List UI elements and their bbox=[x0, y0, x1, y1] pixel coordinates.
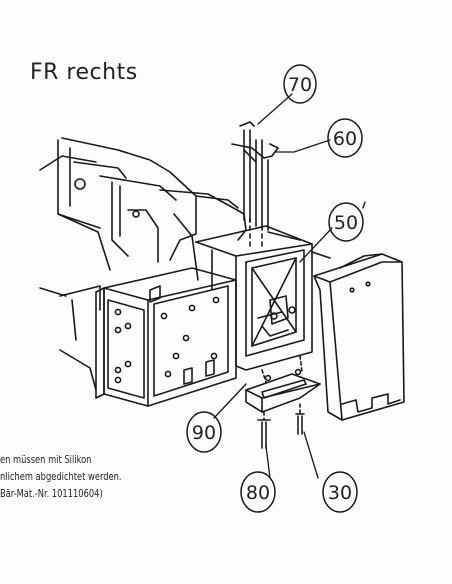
note-line-1: en müssen mit Silikon bbox=[0, 454, 92, 466]
leader-lines bbox=[213, 93, 333, 479]
callout-50 bbox=[328, 202, 364, 242]
note-line-3: Bär-Mat.-Nr. 101110604) bbox=[0, 488, 103, 500]
box-housing bbox=[195, 225, 313, 371]
callout-30-label: 30 bbox=[328, 482, 352, 504]
callout-90-label: 90 bbox=[192, 422, 216, 444]
callout-90 bbox=[186, 411, 222, 453]
bottom-bracket bbox=[245, 355, 321, 413]
callout-circles bbox=[186, 64, 366, 513]
callout-60 bbox=[327, 118, 363, 158]
chassis-frame bbox=[39, 137, 247, 391]
callout-60-label: 60 bbox=[333, 128, 357, 150]
callout-50-label: 50 bbox=[334, 212, 358, 234]
diagram-title: FR rechts bbox=[30, 60, 138, 85]
mounting-plate bbox=[95, 267, 237, 407]
note-line-2: nlichem abgedichtet werden. bbox=[0, 471, 122, 483]
callout-70-label: 70 bbox=[288, 74, 312, 96]
callout-80 bbox=[240, 471, 276, 513]
callout-30 bbox=[322, 471, 358, 513]
callout-70 bbox=[283, 64, 317, 104]
bolt-stack bbox=[231, 121, 279, 251]
side-cover-plate bbox=[311, 251, 405, 421]
assembly-note: en müssen mit Silikon nlichem abgedichte… bbox=[0, 452, 194, 503]
callout-80-label: 80 bbox=[246, 482, 270, 504]
screws bbox=[257, 403, 305, 449]
